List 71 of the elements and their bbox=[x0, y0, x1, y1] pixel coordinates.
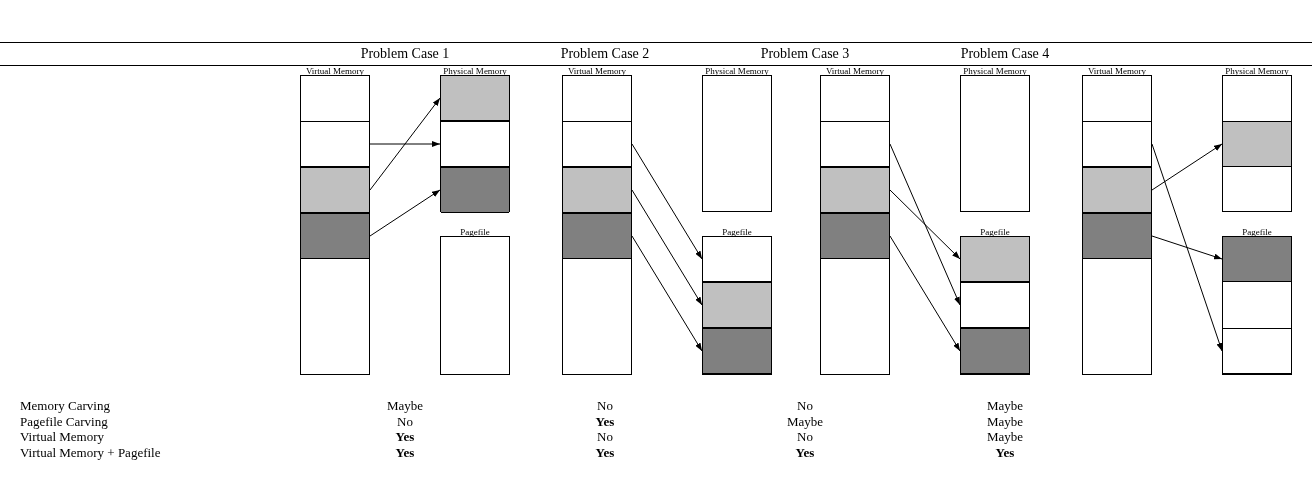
arrow bbox=[631, 189, 703, 306]
memory-page-block bbox=[1223, 328, 1291, 374]
memory-page-block bbox=[301, 213, 369, 259]
column-header: Problem Case 1 bbox=[360, 46, 450, 61]
memory-page-block bbox=[441, 75, 509, 121]
memory-page-block bbox=[563, 121, 631, 167]
table-value: No bbox=[597, 398, 613, 413]
table-value: Yes bbox=[995, 444, 1015, 460]
column-label: Physical Memory bbox=[962, 67, 1028, 75]
table-value: Yes bbox=[595, 413, 615, 429]
arrow bbox=[1151, 235, 1223, 260]
table-value: Maybe bbox=[786, 413, 824, 429]
memory-page-block bbox=[1223, 236, 1291, 282]
column-label: Virtual Memory bbox=[304, 67, 366, 75]
table-value: No bbox=[797, 398, 813, 413]
table-value: Maybe bbox=[986, 429, 1024, 444]
arrow bbox=[369, 97, 441, 191]
column-label: Virtual Memory bbox=[566, 67, 628, 75]
memory-page-block bbox=[441, 167, 509, 213]
memory-page-block bbox=[441, 121, 509, 167]
row-header: Virtual Memory + Pagefile bbox=[20, 444, 161, 460]
table-value: No bbox=[597, 429, 613, 444]
arrow bbox=[1151, 143, 1223, 191]
memory-page-block bbox=[821, 213, 889, 259]
column-header: Problem Case 4 bbox=[960, 46, 1050, 61]
arrow bbox=[369, 141, 441, 147]
memory-page-block bbox=[961, 328, 1029, 374]
memory-page-block bbox=[703, 282, 771, 328]
column-header: Problem Case 3 bbox=[760, 46, 850, 61]
table-value: Maybe bbox=[986, 398, 1024, 413]
arrow bbox=[1151, 143, 1223, 352]
table-value: Yes bbox=[595, 444, 615, 460]
table-value: Yes bbox=[395, 444, 415, 460]
memory-page-block bbox=[961, 282, 1029, 328]
memory-page-block bbox=[1223, 121, 1291, 167]
column-header: Problem Case 2 bbox=[560, 46, 650, 61]
table-value: Maybe bbox=[986, 413, 1024, 429]
memory-page-block bbox=[301, 167, 369, 213]
memory-page-block bbox=[1083, 167, 1151, 213]
memory-page-block bbox=[821, 167, 889, 213]
arrow bbox=[889, 235, 961, 352]
column-label: Virtual Memory bbox=[1086, 67, 1148, 75]
memory-page-block bbox=[961, 236, 1029, 282]
column-label: Pagefile bbox=[459, 228, 491, 236]
column-label: Pagefile bbox=[721, 228, 753, 236]
column-label: Physical Memory bbox=[704, 67, 770, 75]
arrow bbox=[631, 143, 703, 260]
table-value: No bbox=[797, 429, 813, 444]
memory-page-block bbox=[1083, 121, 1151, 167]
memory-page-block bbox=[301, 121, 369, 167]
arrow bbox=[369, 189, 441, 237]
row-header: Virtual Memory bbox=[20, 429, 105, 444]
arrow bbox=[889, 143, 961, 306]
column-label: Pagefile bbox=[1241, 228, 1273, 236]
column-label: Pagefile bbox=[979, 228, 1011, 236]
memory-page-block bbox=[1083, 213, 1151, 259]
column-label: Virtual Memory bbox=[824, 67, 886, 75]
row-header: Memory Carving bbox=[20, 398, 110, 413]
arrow bbox=[631, 235, 703, 352]
arrow bbox=[889, 189, 961, 260]
table-value: No bbox=[397, 413, 413, 429]
table-value: Yes bbox=[795, 444, 815, 460]
table-value: Yes bbox=[395, 429, 415, 444]
memory-page-block bbox=[563, 213, 631, 259]
column-label: Physical Memory bbox=[442, 67, 508, 75]
memory-page-block bbox=[703, 328, 771, 374]
table-value: Maybe bbox=[386, 398, 424, 413]
memory-page-block bbox=[563, 167, 631, 213]
column-label: Physical Memory bbox=[1224, 67, 1290, 75]
row-header: Pagefile Carving bbox=[20, 413, 108, 429]
memory-page-block bbox=[821, 121, 889, 167]
